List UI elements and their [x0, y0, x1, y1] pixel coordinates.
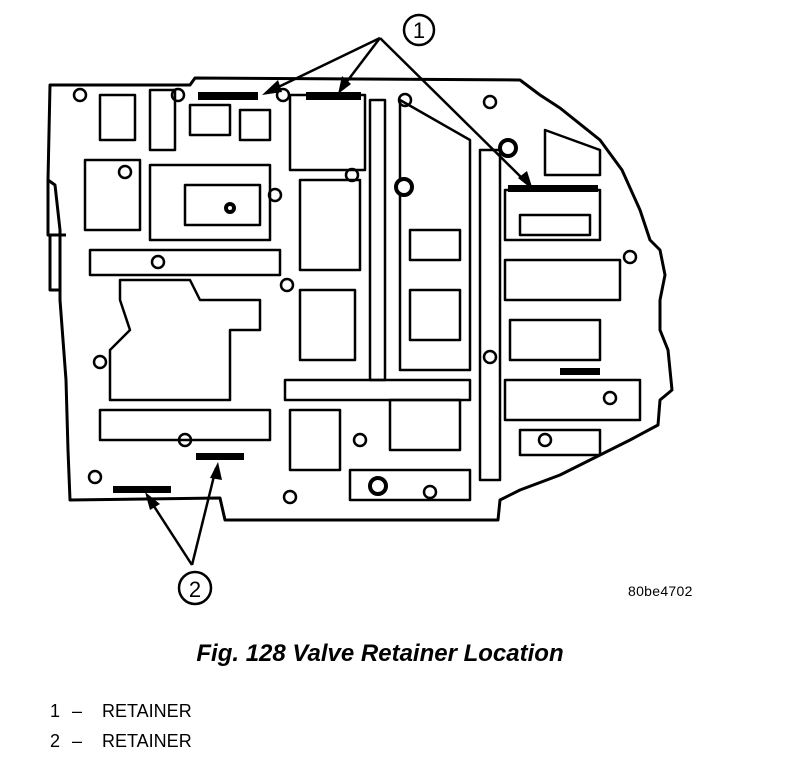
legend-separator: – [72, 731, 83, 751]
legend-number: 1 [50, 701, 61, 721]
legend-number: 2 [50, 731, 61, 751]
valve-body-outline [46, 76, 674, 522]
figure-caption: Fig. 128 Valve Retainer Location [196, 640, 564, 667]
retainer-1-marks [198, 92, 600, 375]
legend-label: RETAINER [102, 701, 192, 721]
legend: 1–RETAINER 2–RETAINER [30, 678, 192, 751]
callout-2: 2 [177, 570, 213, 606]
retainer-2-marks [113, 453, 244, 493]
callout-1-leaders [267, 36, 529, 185]
callout-2-number: 2 [189, 577, 201, 602]
valve-body-diagram: 1 2 [46, 13, 674, 606]
legend-item: 1–RETAINER [30, 678, 192, 721]
callout-2-leaders [146, 467, 218, 566]
legend-label: RETAINER [102, 731, 192, 751]
callout-1: 1 [402, 13, 436, 47]
figure-reference: 80be4702 [628, 583, 693, 599]
callout-1-number: 1 [413, 18, 425, 43]
legend-separator: – [72, 701, 83, 721]
